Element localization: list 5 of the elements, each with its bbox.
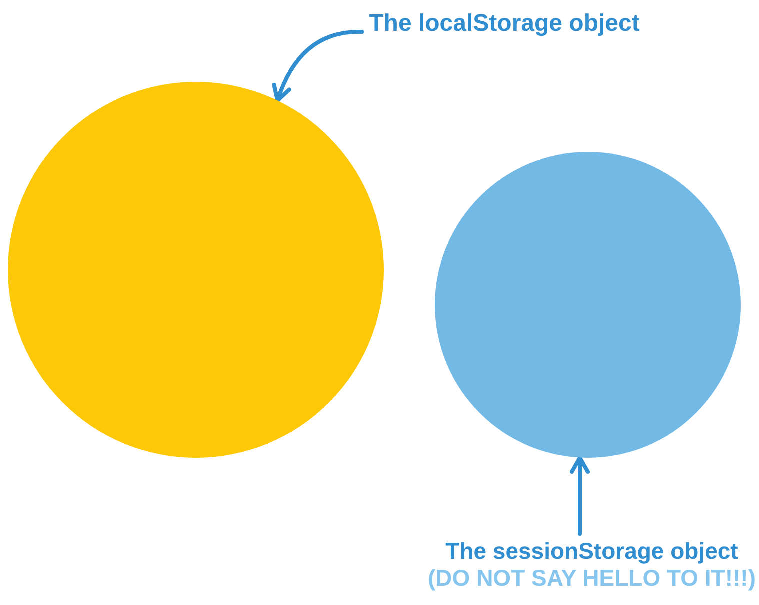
note-text: (DO NOT SAY HELLO TO IT!!!)	[427, 565, 757, 592]
label-text: The localStorage object	[368, 10, 641, 38]
arrow	[272, 30, 364, 103]
arrow	[570, 456, 590, 536]
label-text: The sessionStorage object	[444, 538, 740, 565]
